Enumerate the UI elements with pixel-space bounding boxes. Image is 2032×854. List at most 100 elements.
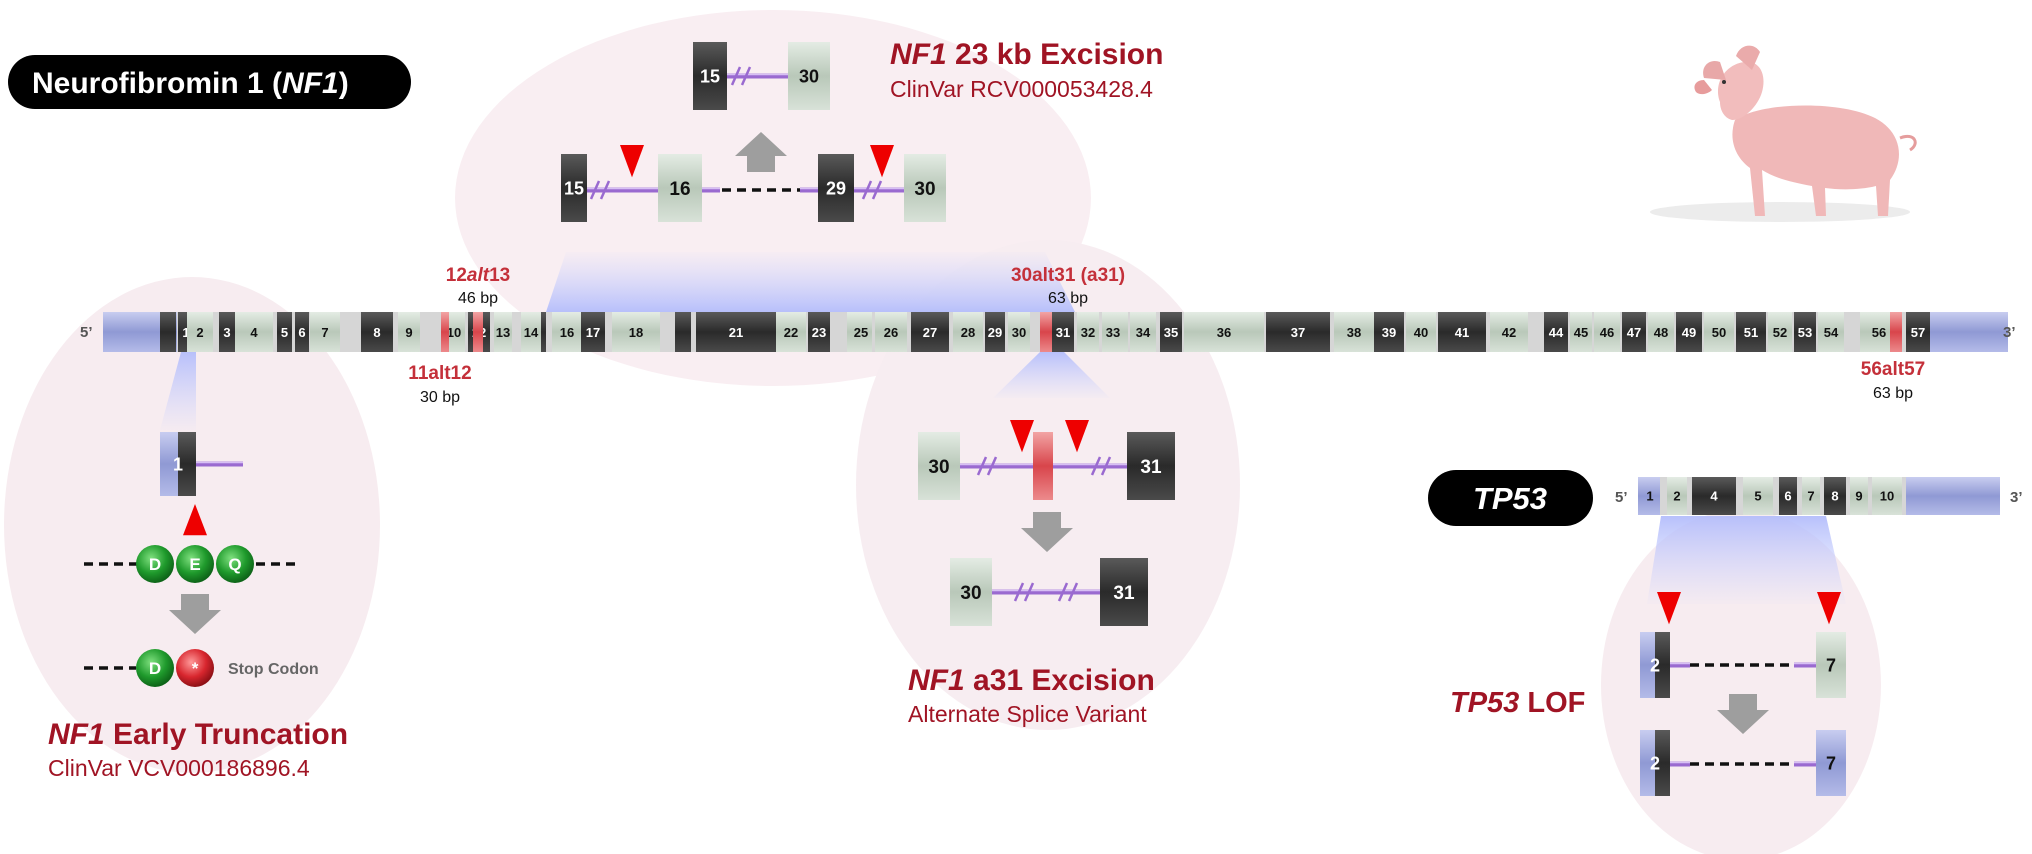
truncation-title: NF1 Early Truncation [48, 718, 348, 751]
aa-e-label: E [189, 555, 200, 574]
nf1-exon [1622, 312, 1646, 352]
cut-site-marker [1657, 592, 1681, 625]
tp53-exon-label: 10 [1880, 489, 1894, 504]
svg-text:Neurofibromin 1 (NF1): Neurofibromin 1 (NF1) [32, 67, 349, 100]
alt-exon [473, 312, 483, 352]
nf1-exon-label: 29 [988, 325, 1002, 340]
exon-15-after-label: 15 [700, 66, 720, 86]
title-gene: NF1 [282, 67, 339, 100]
exon-15-after: 15 [693, 42, 727, 110]
nf1-exon-label: 30 [1012, 325, 1026, 340]
nf1-exon [1490, 312, 1528, 352]
nf1-exon [953, 312, 983, 352]
tp53-exon-2-before: 2 [1640, 632, 1670, 698]
zoom-cones [160, 252, 1846, 604]
nf1-exon [1648, 312, 1674, 352]
nf1-exon [361, 312, 393, 352]
nf1-exon-label: 17 [586, 325, 600, 340]
nf1-exon-label: 22 [784, 325, 798, 340]
nf1-exon [398, 312, 420, 352]
nf1-exon [612, 312, 660, 352]
nf1-exon-label: 26 [884, 325, 898, 340]
tp53-exon-label: 2 [1673, 489, 1680, 504]
nf1-exon [494, 312, 512, 352]
cut-site-marker [1010, 420, 1034, 453]
nf1-exon-label: 7 [321, 325, 328, 340]
nf1-exon-label: 52 [1773, 325, 1787, 340]
nf1-exon-label: 54 [1824, 325, 1839, 340]
alt-30-31-label: 30alt31 (a31) [1011, 265, 1125, 286]
nf1-exon-label: 1 [182, 325, 189, 340]
nf1-exon [911, 312, 949, 352]
aa-d-after [136, 649, 174, 687]
nf1-exon-label: 21 [729, 325, 743, 340]
nf1-exon [1077, 312, 1099, 352]
nf1-five-prime: 5’ [80, 324, 93, 341]
alt-12-13-label: 12alt13 [446, 265, 510, 286]
tp53-exon-label: 8 [1831, 489, 1838, 504]
exon-filler [847, 312, 851, 352]
excision-23kb-title: NF1 23 kb Excision [890, 38, 1163, 71]
nf1-exon [219, 312, 235, 352]
nf1-exon [1266, 312, 1330, 352]
nf1-exon-label: 5 [281, 325, 288, 340]
break-mark [976, 456, 988, 476]
alt-exon [1040, 312, 1052, 352]
exon-30-a31-before [918, 432, 960, 500]
tp53-pill-label: TP53 [1473, 481, 1547, 516]
nf1-exon [235, 312, 273, 352]
tp53-exon-7-after [1816, 730, 1846, 796]
nf1-exon-label: 13 [496, 325, 510, 340]
tp53-lof-title: TP53 LOF [1450, 687, 1585, 719]
a31-sub: Alternate Splice Variant [908, 701, 1147, 727]
tp53-exon-7-before-label: 7 [1826, 655, 1836, 675]
tp53-exon [1779, 477, 1797, 515]
nf1-exon-label: 40 [1414, 325, 1428, 340]
alt-12-13-size: 46 bp [458, 290, 498, 307]
nf1-exon [1768, 312, 1792, 352]
alt-30-31-size: 63 bp [1048, 290, 1088, 307]
nf1-exon-label: 3 [223, 325, 230, 340]
tp53-exon [1872, 477, 1902, 515]
nf1-exon-label: 44 [1549, 325, 1564, 340]
tp53-three-prime: 3’ [2010, 489, 2023, 506]
nf1-exon [581, 312, 605, 352]
nf1-exon-label: 49 [1682, 325, 1696, 340]
nf1-exon-label: 48 [1654, 325, 1668, 340]
alt-exon [441, 312, 449, 352]
cut-site-marker [870, 145, 894, 178]
tp53-exon-7-after-label: 7 [1826, 753, 1836, 773]
title-post: ) [339, 67, 349, 100]
nf1-exon [1704, 312, 1734, 352]
cut-site-marker [1817, 592, 1841, 625]
nf1-exon [310, 312, 340, 352]
truncation-sub: ClinVar VCV000186896.4 [48, 755, 310, 781]
exon-30-a31-after-label: 30 [960, 583, 981, 604]
alt-exon-a31 [1033, 432, 1053, 500]
tp53-exon [1743, 477, 1773, 515]
exon-31-a31-after-label: 31 [1113, 583, 1135, 604]
nf1-exon-label: 10 [447, 325, 461, 340]
aa-d-label: D [149, 555, 161, 574]
nf1-exon [875, 312, 907, 352]
tp53-exon [1640, 477, 1660, 515]
cut-site-marker [1065, 420, 1089, 453]
nf1-exon-label: 46 [1600, 325, 1614, 340]
nf1-exon [1438, 312, 1486, 352]
nf1-exon-label: 47 [1627, 325, 1641, 340]
nf1-exon-label: 56 [1872, 325, 1886, 340]
exon-29-before [818, 154, 854, 222]
alt-11-12-size: 30 bp [420, 389, 460, 406]
nf1-exon-label: 32 [1081, 325, 1095, 340]
a31-title: NF1 a31 Excision [908, 664, 1155, 697]
nf1-exon-label: 2 [196, 325, 203, 340]
tp53-exon [1850, 477, 1868, 515]
exon-16-before [658, 154, 702, 222]
nf1-exon-label: 41 [1455, 325, 1469, 340]
nf1-exon [985, 312, 1005, 352]
stop-codon [176, 649, 214, 687]
nf1-exon-label: 37 [1291, 325, 1305, 340]
aa-q [216, 545, 254, 583]
